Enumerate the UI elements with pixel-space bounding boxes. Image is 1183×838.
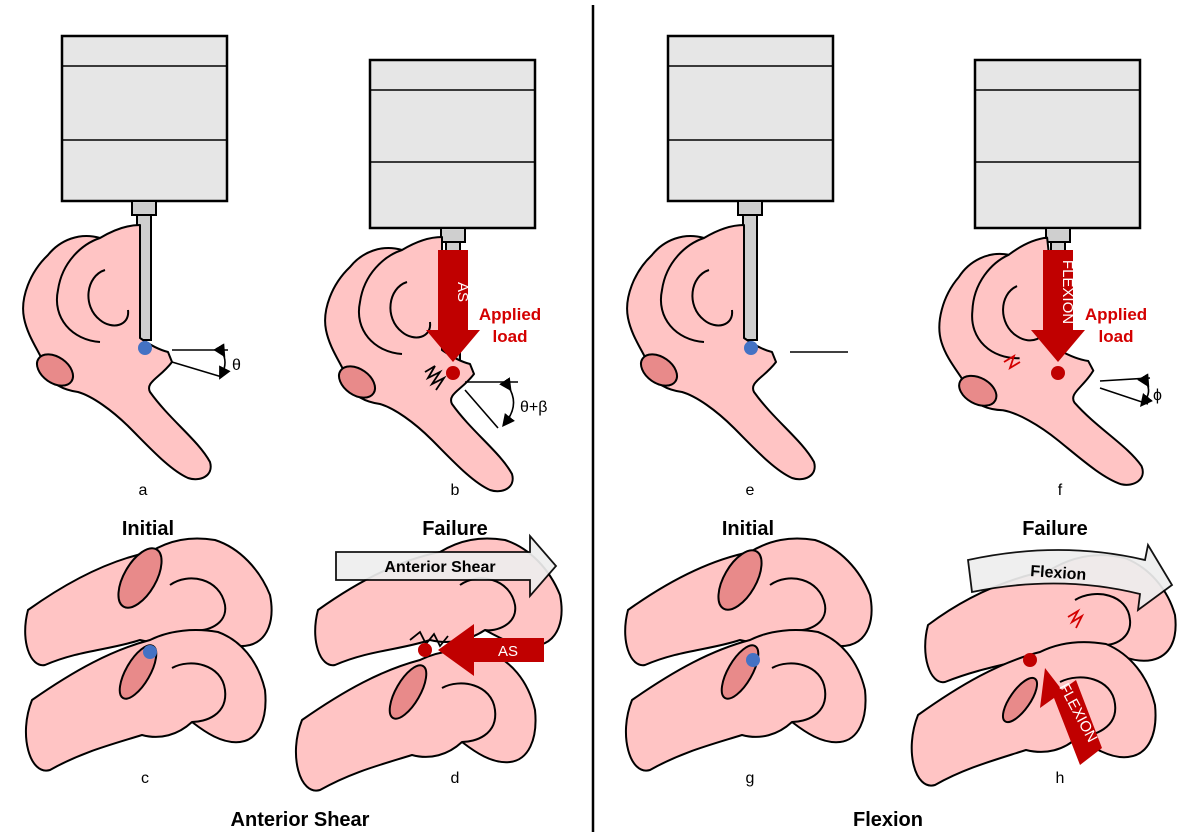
actuator-collar <box>132 201 156 215</box>
panel-letter-e: e <box>746 482 755 499</box>
initial-point <box>744 341 758 355</box>
panel-letter-g: g <box>746 770 755 787</box>
section-title-anterior-shear: Anterior Shear <box>231 809 370 831</box>
motion-arrow-label: Anterior Shear <box>384 559 495 576</box>
panel-letter-a: a <box>139 482 148 499</box>
actuator-body <box>668 36 833 201</box>
panel-letter-c: c <box>141 770 149 787</box>
failure-point <box>418 643 432 657</box>
panel-letter-b: b <box>451 482 460 499</box>
actuator-body <box>975 60 1140 228</box>
section-title-flexion: Flexion <box>853 809 923 831</box>
initial-point <box>143 645 157 659</box>
panel-a: θ a <box>23 36 241 499</box>
state-title-failure-right: Failure <box>1022 518 1088 540</box>
actuator-body <box>370 60 535 228</box>
panel-letter-h: h <box>1056 770 1065 787</box>
panel-f: FLEXION Applied load ϕ f <box>931 60 1162 503</box>
failure-point <box>1023 653 1037 667</box>
load-arrow-label: AS <box>498 643 518 660</box>
panel-h: Flexion FLEXION h <box>912 545 1176 787</box>
load-arrow-label: FLEXION <box>1059 260 1076 324</box>
applied-load-label: Applied <box>1085 305 1147 324</box>
actuator-rod <box>743 215 757 340</box>
actuator-collar <box>441 228 465 242</box>
applied-load-label: Applied <box>479 305 541 324</box>
panel-letter-d: d <box>451 770 460 787</box>
failure-point <box>446 366 460 380</box>
applied-load-label-2: load <box>493 327 528 346</box>
angle-phi-label: ϕ <box>1153 387 1162 404</box>
panel-d: Anterior Shear AS d <box>296 536 562 791</box>
actuator-collar <box>738 201 762 215</box>
panel-g: g <box>625 539 871 788</box>
failure-point <box>1051 366 1065 380</box>
state-title-initial-right: Initial <box>722 518 774 540</box>
initial-point <box>138 341 152 355</box>
vertebra <box>325 237 513 491</box>
applied-load-label-2: load <box>1099 327 1134 346</box>
angle-theta-beta-label: θ+β <box>520 399 547 416</box>
panel-letter-f: f <box>1058 482 1063 499</box>
vertebra <box>23 225 211 479</box>
panel-e: e <box>627 36 848 499</box>
load-arrow-label: AS <box>454 282 471 302</box>
vertebra <box>931 230 1144 502</box>
actuator-body <box>62 36 227 201</box>
initial-point <box>746 653 760 667</box>
actuator-collar <box>1046 228 1070 242</box>
panel-c: c <box>25 539 271 788</box>
state-title-failure-left: Failure <box>422 518 488 540</box>
vertebra <box>627 225 815 479</box>
panel-b: AS Applied load θ+β b <box>325 60 547 499</box>
angle-theta-label: θ <box>232 357 241 374</box>
state-title-initial-left: Initial <box>122 518 174 540</box>
